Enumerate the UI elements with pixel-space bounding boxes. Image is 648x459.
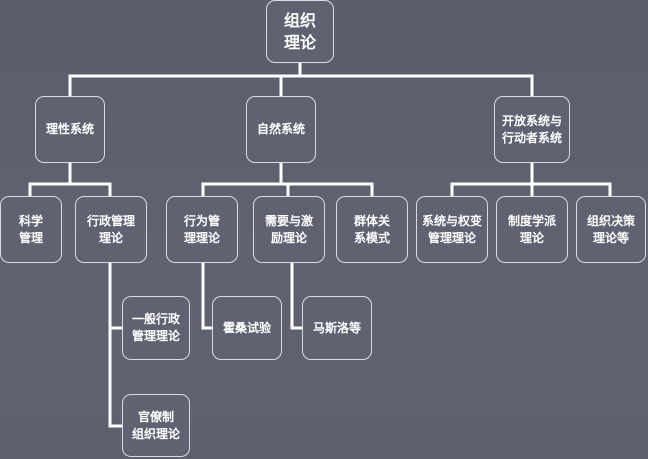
edge-needs-sub [290,260,304,330]
edge-behavior-sub [201,260,214,330]
bureaucracy-node[interactable]: 官僚制 组织理论 [122,394,190,457]
institutional-node[interactable]: 制度学派 理论 [496,196,568,263]
decision-node[interactable]: 组织决策 理论等 [576,196,646,263]
edge-rational-branch [28,160,112,198]
edge-open-branch [450,160,612,198]
group-relations-node[interactable]: 群体关 系模式 [336,196,408,263]
rational-system-node[interactable]: 理性系统 [35,96,105,163]
behavior-management-node[interactable]: 行为管 理理论 [166,196,238,263]
open-system-node[interactable]: 开放系统与 行动者系统 [494,96,570,163]
natural-system-node[interactable]: 自然系统 [246,96,316,163]
contingency-node[interactable]: 系统与权变 管理理论 [416,196,488,263]
maslow-node[interactable]: 马斯洛等 [302,296,372,360]
general-admin-node[interactable]: 一般行政 管理理论 [122,296,190,360]
scientific-management-node[interactable]: 科学 管理 [0,196,62,263]
edge-root-branch [68,60,534,98]
hawthorne-node[interactable]: 霍桑试验 [212,296,282,360]
admin-management-node[interactable]: 行政管理 理论 [75,196,147,263]
edge-natural-branch [201,160,374,198]
root-node[interactable]: 组织 理论 [266,0,334,63]
needs-motivation-node[interactable]: 需要与激 励理论 [253,196,325,263]
edge-admin-sub [108,260,124,428]
